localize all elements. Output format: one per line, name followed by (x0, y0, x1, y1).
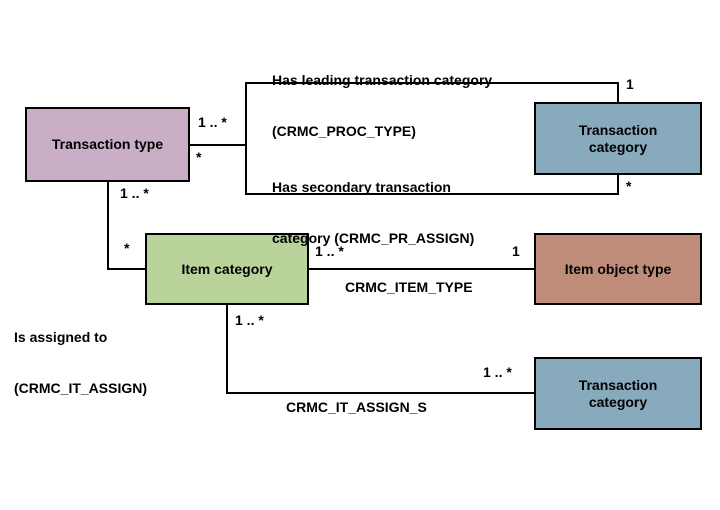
entity-transaction-type-label: Transaction type (51, 136, 164, 152)
connector-transaction-type-stub (190, 144, 247, 146)
association-is-assigned-to-label: Is assigned to (CRMC_IT_ASSIGN) (14, 295, 147, 431)
connector-is-assigned-to-vertical (107, 180, 109, 270)
entity-transaction-category-top-label: Transaction category (578, 121, 658, 155)
association-has-secondary-line2: category (CRMC_PR_ASSIGN) (272, 230, 475, 246)
connector-has-secondary-riser (617, 173, 619, 195)
entity-item-object-type: Item object type (534, 233, 702, 305)
multiplicity-transaction-category-crmc-it-assign-s: 1 .. * (483, 364, 512, 380)
multiplicity-transaction-type-is-assigned-to: 1 .. * (120, 185, 149, 201)
association-has-leading-label: Has leading transaction category (CRMC_P… (272, 38, 492, 174)
association-has-secondary-label: Has secondary transaction category (CRMC… (272, 145, 474, 281)
association-has-secondary-line1: Has secondary transaction (272, 179, 451, 195)
multiplicity-item-category-crmc-item-type: 1 .. * (315, 243, 344, 259)
connector-has-secondary (245, 193, 619, 195)
entity-item-category-label: Item category (181, 260, 273, 277)
association-is-assigned-to-line1: Is assigned to (14, 329, 108, 345)
association-has-leading-line1: Has leading transaction category (272, 72, 493, 88)
association-has-leading-line2: (CRMC_PROC_TYPE) (272, 123, 416, 139)
multiplicity-transaction-type-has-leading: 1 .. * (198, 114, 227, 130)
connector-has-leading-top (245, 82, 619, 84)
multiplicity-item-category-crmc-it-assign-s: 1 .. * (235, 312, 264, 328)
multiplicity-transaction-category-has-secondary: * (626, 178, 632, 194)
entity-transaction-category-bottom-label: Transaction category (578, 376, 658, 410)
connector-vertical-junction (245, 82, 247, 195)
association-is-assigned-to-line2: (CRMC_IT_ASSIGN) (14, 380, 148, 396)
entity-transaction-category-bottom: Transaction category (534, 357, 702, 430)
connector-crmc-it-assign-s-vertical (226, 305, 228, 394)
entity-transaction-type: Transaction type (25, 107, 190, 182)
entity-item-object-type-label: Item object type (564, 260, 672, 277)
connector-is-assigned-to-horizontal (107, 268, 147, 270)
entity-item-category: Item category (145, 233, 309, 305)
connector-crmc-it-assign-s-horizontal (226, 392, 536, 394)
connector-has-leading-drop (617, 82, 619, 104)
association-crmc-item-type-label: CRMC_ITEM_TYPE (345, 279, 473, 295)
multiplicity-transaction-category-has-leading: 1 (626, 76, 634, 92)
connector-crmc-item-type (309, 268, 536, 270)
association-crmc-it-assign-s-label: CRMC_IT_ASSIGN_S (286, 399, 427, 415)
multiplicity-transaction-type-has-secondary: * (196, 149, 202, 165)
entity-transaction-category-top: Transaction category (534, 102, 702, 175)
multiplicity-item-category-is-assigned-to: * (124, 240, 130, 256)
multiplicity-item-object-type-crmc-item-type: 1 (512, 243, 520, 259)
